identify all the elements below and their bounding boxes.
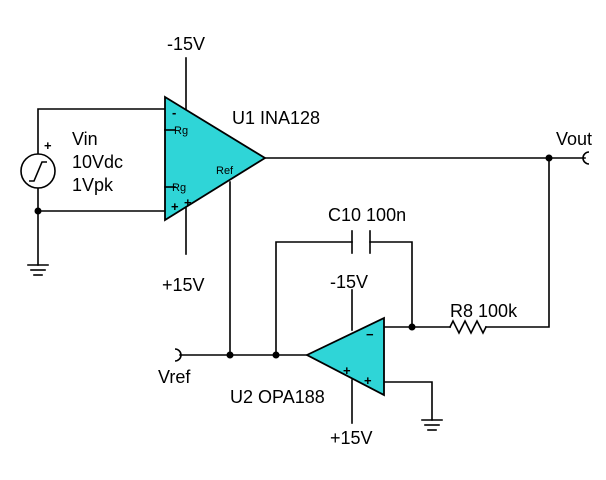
u2-plus-sign-2: + [364, 373, 372, 388]
junction-dot [34, 207, 42, 215]
ground-icon [421, 419, 443, 431]
u2-negative-supply-label: -15V [330, 272, 368, 292]
junction-dots [34, 154, 553, 359]
u1-positive-supply-label: +15V [162, 275, 205, 295]
u1-rg-top-label: Rg [174, 125, 188, 137]
u2-op-amp: − + + -15V +15V U2 OPA188 [230, 272, 385, 448]
u1-instrumentation-amplifier: - Rg Rg + + Ref U1 INA128 -15V +15V [162, 34, 320, 295]
vref-port: Vref [158, 348, 191, 387]
vin-ac-value: 1Vpk [72, 175, 114, 195]
u1-rg-bottom-label: Rg [172, 182, 186, 194]
port-connector-icon [582, 151, 590, 165]
r8-right-wire [485, 157, 550, 328]
u1-plus-sign: + [171, 199, 179, 214]
u1-minus-sign: - [172, 105, 176, 120]
u2-designator: U2 OPA188 [230, 387, 325, 407]
u2-triangle [304, 316, 385, 397]
junction-dot [545, 154, 553, 162]
c10-capacitor: C10 100n [328, 205, 406, 254]
u2-plus-ground-wire [383, 381, 433, 421]
vout-port: Vout [556, 129, 592, 165]
u2-plus-sign: + [343, 363, 351, 378]
c10-left-wire [275, 241, 353, 356]
ground-icon [27, 264, 49, 276]
c10-label: C10 100n [328, 205, 406, 225]
r8-label: R8 100k [450, 301, 518, 321]
vin-name: Vin [72, 129, 98, 149]
u2-minus-sign: − [366, 327, 374, 342]
u1-designator: U1 INA128 [232, 108, 320, 128]
junction-dot [272, 351, 280, 359]
vin-plus-sign: + [44, 138, 52, 153]
u1-triangle [164, 95, 267, 222]
c10-right-wire [369, 241, 413, 328]
junction-dot [408, 323, 416, 331]
vout-label: Vout [556, 129, 592, 149]
u2-positive-supply-label: +15V [330, 428, 373, 448]
vin-voltage-source: + Vin 10Vdc 1Vpk [20, 129, 123, 195]
step-source-icon [29, 161, 47, 182]
r8-resistor: R8 100k [448, 301, 518, 335]
u1-negative-supply-label: -15V [167, 34, 205, 54]
vref-label: Vref [158, 367, 191, 387]
u1-ref-label: Ref [216, 165, 234, 177]
port-connector-icon [174, 348, 182, 362]
vin-dc-value: 10Vdc [72, 152, 123, 172]
ground-symbols [27, 264, 443, 431]
junction-dot [226, 351, 234, 359]
resistor-zigzag-icon [448, 319, 488, 335]
wires [37, 57, 586, 424]
u1-plus-sign-2: + [184, 195, 192, 210]
vin-to-u1-minus-wire [37, 108, 166, 164]
